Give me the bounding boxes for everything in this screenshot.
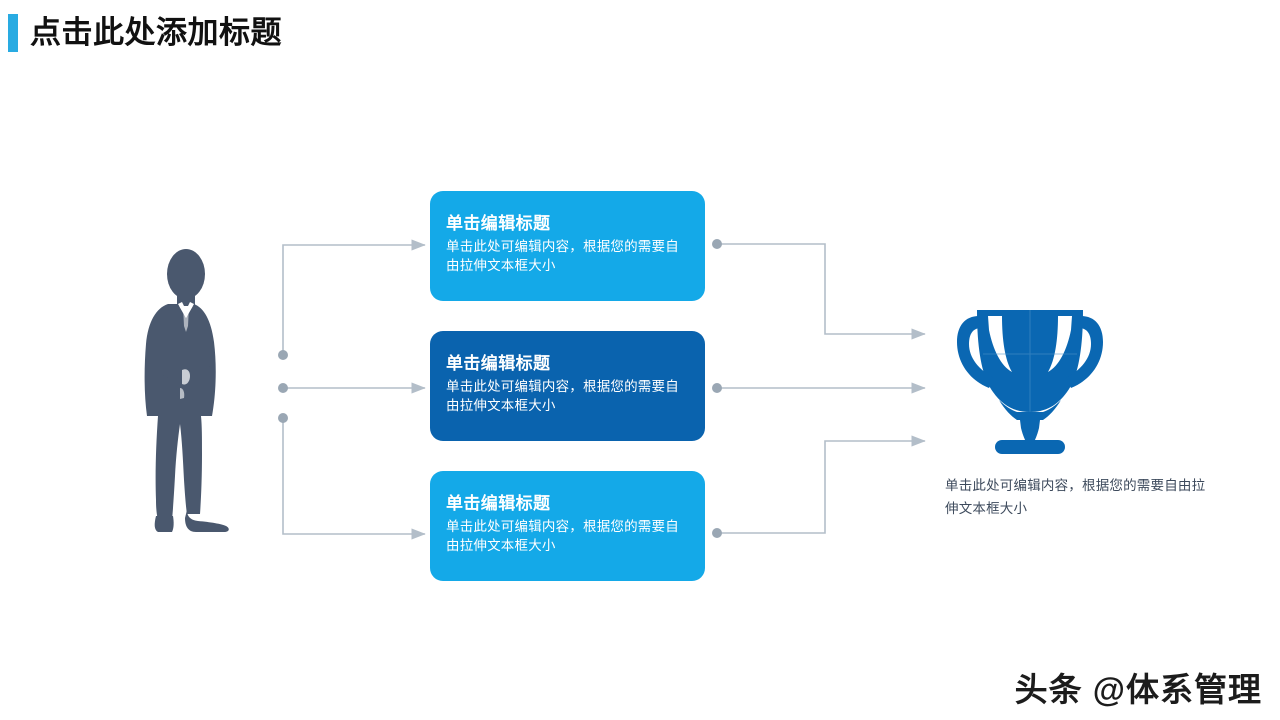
content-card-3[interactable]: 单击编辑标题 单击此处可编辑内容，根据您的需要自由拉伸文本框大小 — [430, 471, 705, 581]
content-card-1[interactable]: 单击编辑标题 单击此处可编辑内容，根据您的需要自由拉伸文本框大小 — [430, 191, 705, 301]
card-body: 单击此处可编辑内容，根据您的需要自由拉伸文本框大小 — [446, 239, 679, 273]
card-title: 单击编辑标题 — [446, 354, 551, 373]
card-title: 单击编辑标题 — [446, 214, 551, 233]
watermark: 头条 @体系管理 — [1014, 671, 1262, 708]
businessman-silhouette-icon — [138, 248, 238, 540]
result-description: 单击此处可编辑内容，根据您的需要自由拉伸文本框大小 — [945, 478, 1206, 516]
page-title: 点击此处添加标题 — [30, 15, 282, 50]
card-title: 单击编辑标题 — [446, 494, 551, 513]
header-accent-bar — [8, 14, 18, 52]
card-body: 单击此处可编辑内容，根据您的需要自由拉伸文本框大小 — [446, 519, 679, 553]
trophy-icon — [955, 300, 1105, 458]
card-body: 单击此处可编辑内容，根据您的需要自由拉伸文本框大小 — [446, 379, 679, 413]
content-card-2[interactable]: 单击编辑标题 单击此处可编辑内容，根据您的需要自由拉伸文本框大小 — [430, 331, 705, 441]
